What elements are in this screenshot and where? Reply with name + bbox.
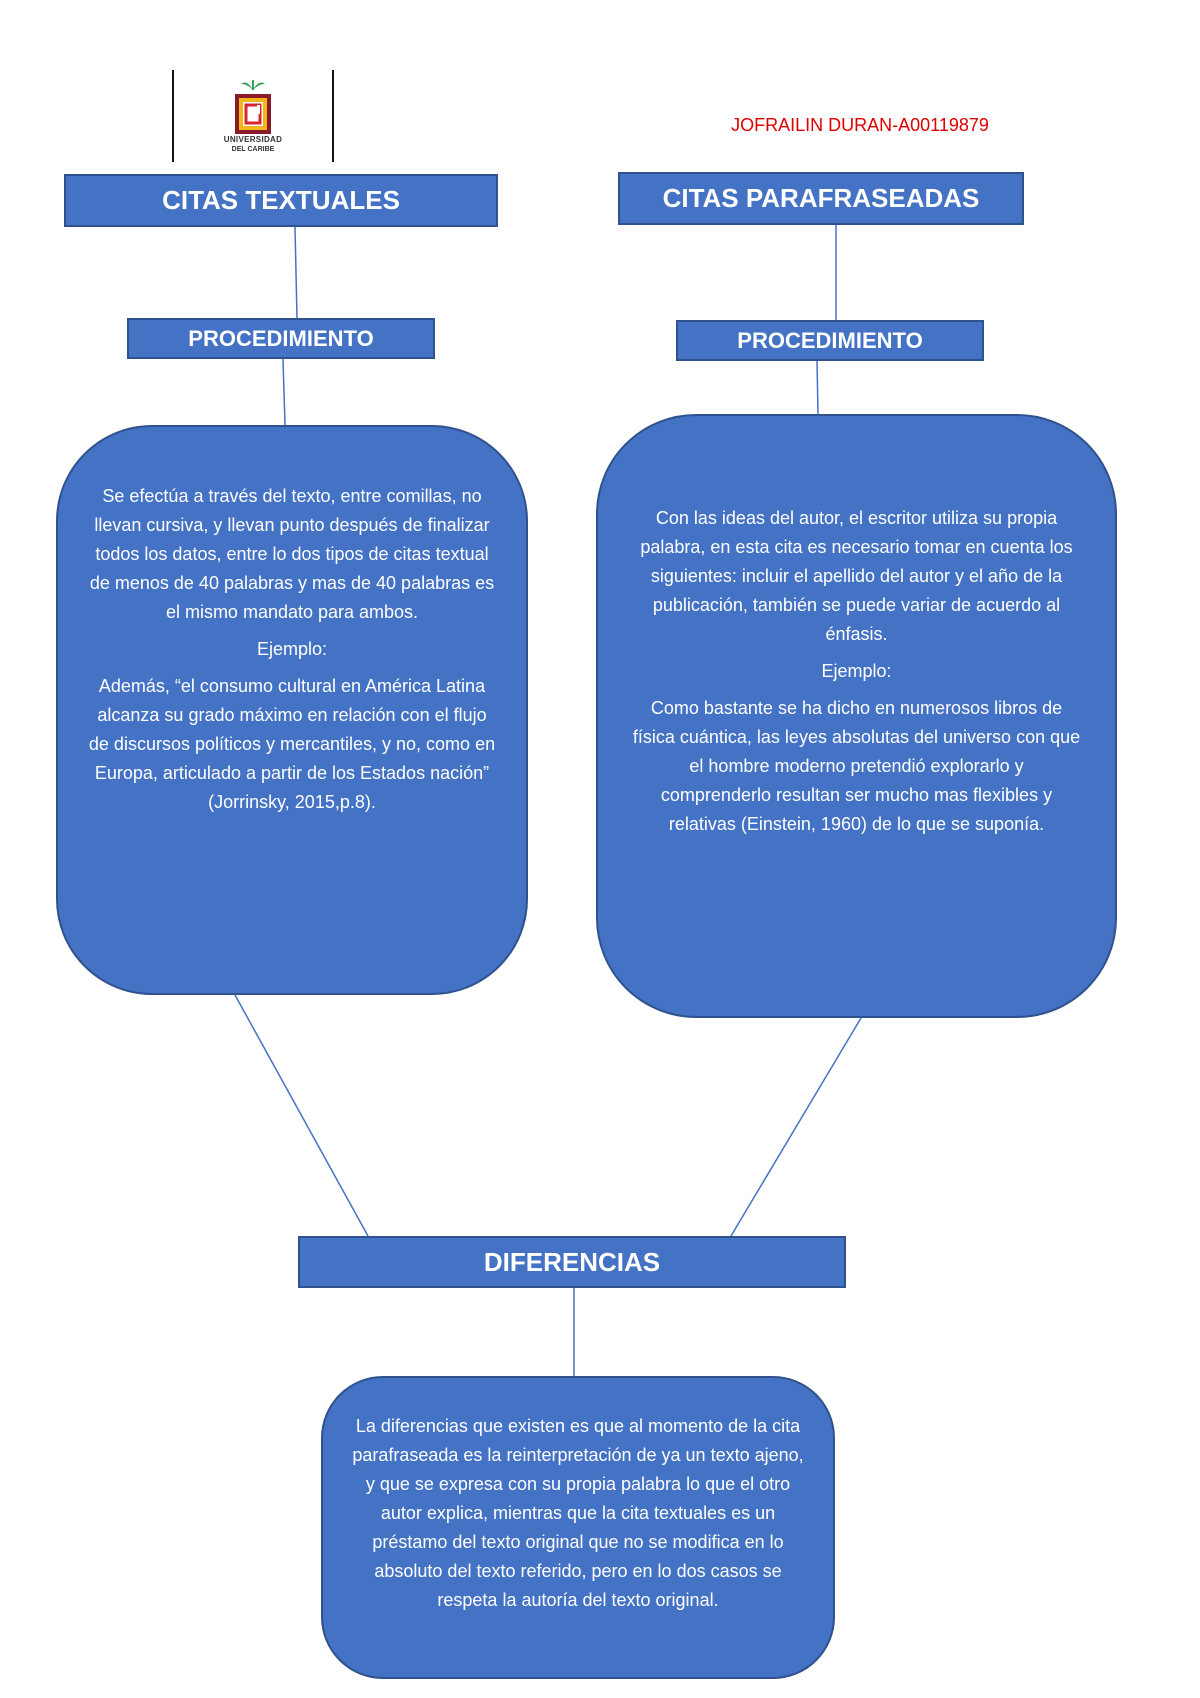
connector-textuales-box-to-diferencias — [234, 994, 369, 1237]
logo-name-line2: DEL CARIBE — [231, 146, 275, 153]
connector-textuales-to-procedure — [294, 226, 298, 319]
parafraseadas-example-text: Como bastante se ha dicho en numerosos l… — [632, 698, 1081, 834]
connector-textuales-procedure-to-box — [282, 358, 286, 426]
textuales-procedure-label: PROCEDIMIENTO — [127, 318, 435, 359]
diferencias-title: DIFERENCIAS — [298, 1236, 846, 1288]
parafraseadas-procedure-label: PROCEDIMIENTO — [676, 320, 984, 361]
textuales-title: CITAS TEXTUALES — [64, 174, 498, 227]
logo-left-divider — [172, 70, 174, 162]
connector-parafraseadas-procedure-to-box — [816, 360, 819, 415]
textuales-description-box: Se efectúa a través del texto, entre com… — [56, 425, 528, 995]
logo-name-line1: UNIVERSIDAD — [223, 135, 283, 144]
author-name: JOFRAILIN DURAN-A00119879 — [731, 115, 989, 135]
connector-parafraseadas-box-to-diferencias — [730, 1017, 862, 1237]
parafraseadas-title: CITAS PARAFRASEADAS — [618, 172, 1024, 225]
university-emblem-icon — [235, 80, 271, 134]
textuales-example-label: Ejemplo: — [256, 639, 328, 659]
logo-right-divider — [332, 70, 334, 162]
parafraseadas-example-label: Ejemplo: — [821, 661, 892, 681]
diferencias-description-box: La diferencias que existen es que al mom… — [321, 1376, 835, 1679]
diferencias-text: La diferencias que existen es que al mom… — [352, 1416, 804, 1610]
textuales-description: Se efectúa a través del texto, entre com… — [89, 486, 495, 622]
parafraseadas-description-box: Con las ideas del autor, el escritor uti… — [596, 414, 1117, 1018]
textuales-example-text: Además, “el consumo cultural en América … — [88, 676, 496, 812]
university-logo: UNIVERSIDAD DEL CARIBE — [172, 70, 334, 162]
parafraseadas-description: Con las ideas del autor, el escritor uti… — [640, 508, 1073, 644]
